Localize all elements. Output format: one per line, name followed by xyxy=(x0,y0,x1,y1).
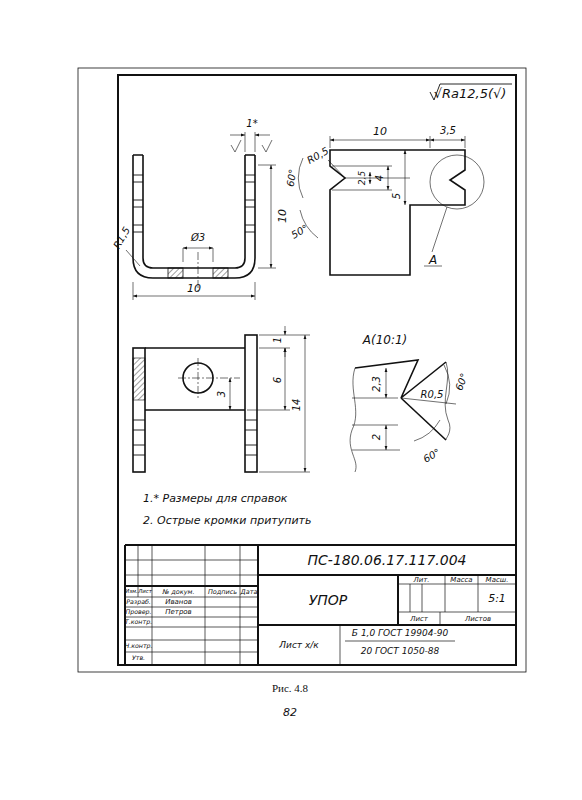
caption: Рис. 4.8 xyxy=(272,683,308,694)
table-cell: Изм. xyxy=(125,589,138,594)
detail-view xyxy=(355,360,446,440)
dimension: 1 xyxy=(273,337,283,343)
leg-ticks xyxy=(133,175,255,232)
table-cell: Дата xyxy=(241,588,258,595)
dimension: Ø3 xyxy=(191,233,205,243)
leg-ticks xyxy=(133,420,257,455)
dimension: 10 xyxy=(277,209,288,223)
section-hatch xyxy=(133,358,145,400)
title-block xyxy=(125,545,516,665)
table-cell: Петров xyxy=(165,609,192,616)
roughness-sign xyxy=(430,84,512,100)
table-cell: Т.контр. xyxy=(125,619,152,625)
dimension: 2,3 xyxy=(372,376,382,392)
dimension: 4 xyxy=(375,175,385,181)
table-cell: Лист xyxy=(410,616,428,623)
dimension-lines xyxy=(126,132,276,300)
dimension: R1,5 xyxy=(112,226,132,251)
dimension-lines xyxy=(350,362,456,472)
front-view xyxy=(133,155,255,278)
material-spec: Б 1,0 ГОСТ 19904-90 xyxy=(352,629,448,638)
material-label: Лист х/к xyxy=(279,641,318,650)
dimension: 1* xyxy=(246,119,257,129)
title-block-grid xyxy=(125,545,516,665)
table-cell: Разраб. xyxy=(126,599,151,605)
dimension-lines xyxy=(178,326,310,472)
profile-view xyxy=(330,150,465,275)
dimension: 5 xyxy=(392,193,402,199)
view-letter: A xyxy=(429,254,437,266)
section-hatch xyxy=(168,268,183,278)
dimension: 50° xyxy=(290,223,310,241)
table-cell: Утв. xyxy=(132,655,145,661)
table-cell: Лист xyxy=(138,589,152,594)
drawing-number: ПС-180.06.17.117.004 xyxy=(308,553,467,567)
note: 2. Острые кромки притупить xyxy=(143,515,311,526)
section-hatch xyxy=(213,268,228,278)
scale: 5:1 xyxy=(488,593,506,604)
table-cell: Лит. xyxy=(413,577,429,584)
dimension: 6 xyxy=(273,377,283,383)
table-cell: Масса xyxy=(450,577,472,584)
table-cell: Иванов xyxy=(165,599,192,606)
drawing-frame xyxy=(118,75,516,665)
material-spec: 20 ГОСТ 1050-88 xyxy=(361,647,440,656)
page-number: 82 xyxy=(283,707,297,718)
table-cell: Провер. xyxy=(125,609,151,615)
table-cell: Масш. xyxy=(486,577,509,584)
dimension: 60° xyxy=(286,168,299,187)
dimension: 10 xyxy=(187,283,201,294)
dimension: R0,5 xyxy=(306,146,331,166)
note: 1.* Размеры для справок xyxy=(143,493,288,504)
dimension: 10 xyxy=(373,126,387,137)
view-title: A(10:1) xyxy=(363,334,408,346)
dimension: R0,5 xyxy=(421,390,444,400)
table-cell: Листов xyxy=(465,616,491,623)
sheet-border xyxy=(78,68,526,672)
dimension-lines xyxy=(298,136,484,266)
roughness-mark: √Ra12,5(√) xyxy=(434,87,507,100)
dimension: 3,5 xyxy=(440,126,456,136)
dimension: 60° xyxy=(422,447,442,465)
table-cell: № докум. xyxy=(162,588,194,595)
part-name: УПОР xyxy=(309,593,348,607)
dimension: 2 xyxy=(372,434,382,440)
side-view xyxy=(133,335,257,472)
dimension: 60° xyxy=(454,372,469,392)
table-cell: Подпись xyxy=(208,588,237,595)
dimension: 14 xyxy=(292,399,302,412)
dimension: 2,5 xyxy=(358,171,367,185)
table-cell: Н.контр. xyxy=(124,643,152,649)
dimension: 3 xyxy=(217,391,227,397)
